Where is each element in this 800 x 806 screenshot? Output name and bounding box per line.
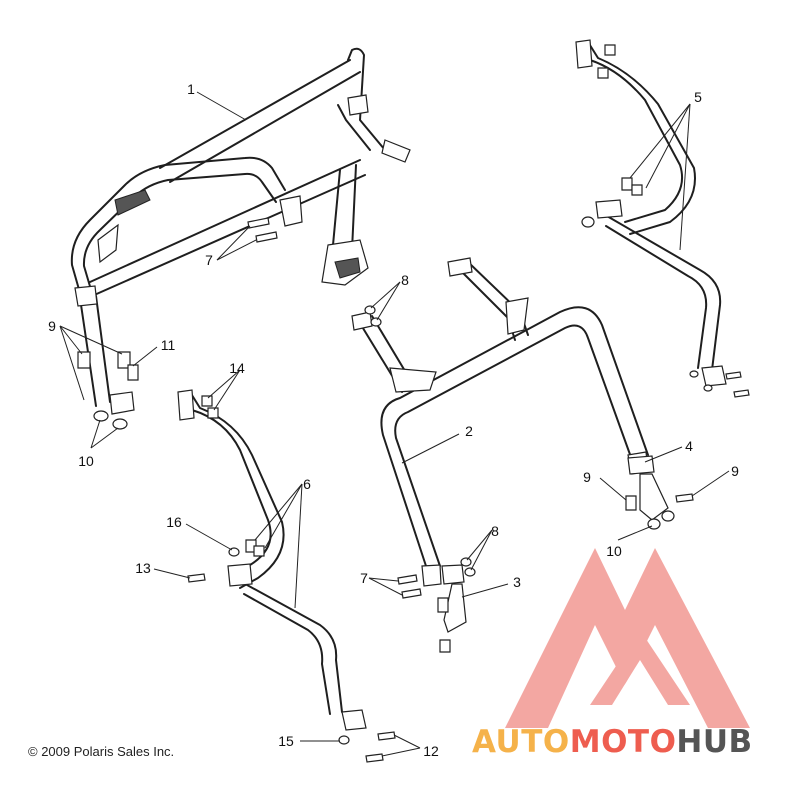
callout-4: 4 [685,438,693,454]
callout-9c: 9 [731,463,739,479]
copyright-notice: © 2009 Polaris Sales Inc. [28,744,175,759]
watermark-word-auto: AUTO [472,724,570,760]
callout-12: 12 [423,743,439,759]
front-left-bracket [397,557,476,653]
watermark-brand: AUTOMOTOHUB [472,724,753,760]
callout-1: 1 [187,81,195,97]
callout-6: 6 [303,476,311,492]
callout-2: 2 [465,423,473,439]
leader-lines [59,91,730,757]
callout-10b: 10 [606,543,622,559]
callout-9b: 9 [583,469,591,485]
watermark-word-hub: HUB [676,724,753,760]
callout-15: 15 [278,733,294,749]
callout-14: 14 [229,360,245,376]
callout-8a: 8 [401,272,409,288]
front-right-bracket [625,455,694,530]
callout-11: 11 [160,337,176,353]
rear-cab-frame [70,47,411,407]
left-side-bar [177,389,396,763]
callout-9a: 9 [48,318,56,334]
callout-16: 16 [166,514,182,530]
callout-5: 5 [694,89,702,105]
fasteners-part2 [364,305,382,327]
watermark-word-moto: MOTO [569,724,677,760]
right-side-bar [575,39,750,398]
callout-7a: 7 [205,252,213,268]
callout-8b: 8 [491,523,499,539]
front-cab-frame [351,257,649,587]
callout-7b: 7 [360,570,368,586]
callout-13: 13 [135,560,151,576]
callout-3: 3 [513,574,521,590]
fasteners-part1 [77,217,278,430]
callout-10a: 10 [78,453,94,469]
